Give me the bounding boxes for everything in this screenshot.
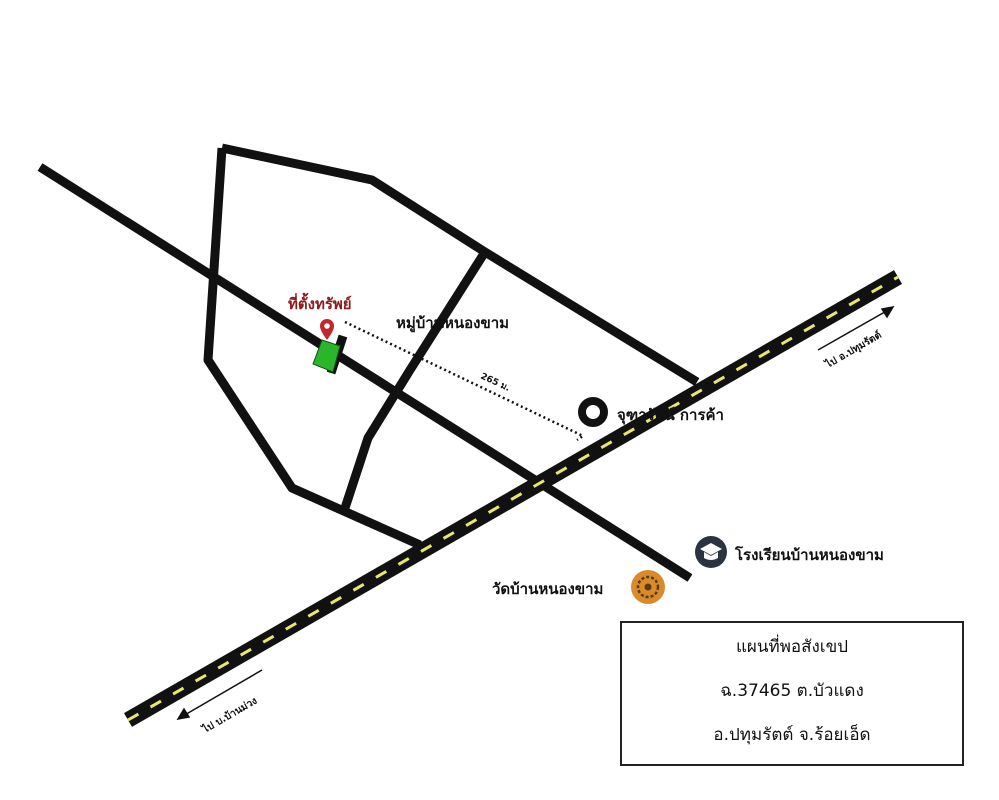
to-pathum-label: ไป อ.ปทุมรัตต์ (822, 328, 884, 371)
road-main-west (37, 163, 693, 582)
village-label: หมู่บ้านหนองขาม (396, 314, 510, 332)
highway-centerline (127, 275, 899, 722)
distance-label: 265 ม. (479, 372, 512, 394)
legend-location: อ.ปทุมรัตต์ จ.ร้อยเอ็ด (713, 725, 871, 745)
legend-title: แผนที่พอสังเขป (735, 637, 849, 657)
legend-deed: ฉ.37465 ต.บัวแดง (720, 681, 864, 701)
legend-box: แผนที่พอสังเขป ฉ.37465 ต.บัวแดง อ.ปทุมรั… (620, 621, 964, 766)
temple-label: วัดบ้านหนองขาม (492, 580, 604, 598)
arrow-to-pathum (817, 305, 895, 351)
to-banmuang-label: ไป บ.บ้านม่วง (199, 694, 259, 736)
property-parcel (312, 339, 341, 373)
map-pin-icon (320, 319, 334, 340)
shop-label: จุฑารัตน์ การค้า (617, 406, 724, 424)
dharma-wheel-icon (631, 570, 665, 604)
road-cross (340, 249, 489, 510)
graduation-cap-icon (695, 536, 727, 568)
road-loop-north (221, 143, 700, 386)
property-label: ที่ตั้งทรัพย์ (288, 295, 352, 313)
ring-icon (578, 397, 608, 427)
road-loop-west (203, 147, 422, 550)
arrow-to-banmuang (176, 669, 263, 721)
school-label: โรงเรียนบ้านหนองขาม (735, 546, 884, 564)
